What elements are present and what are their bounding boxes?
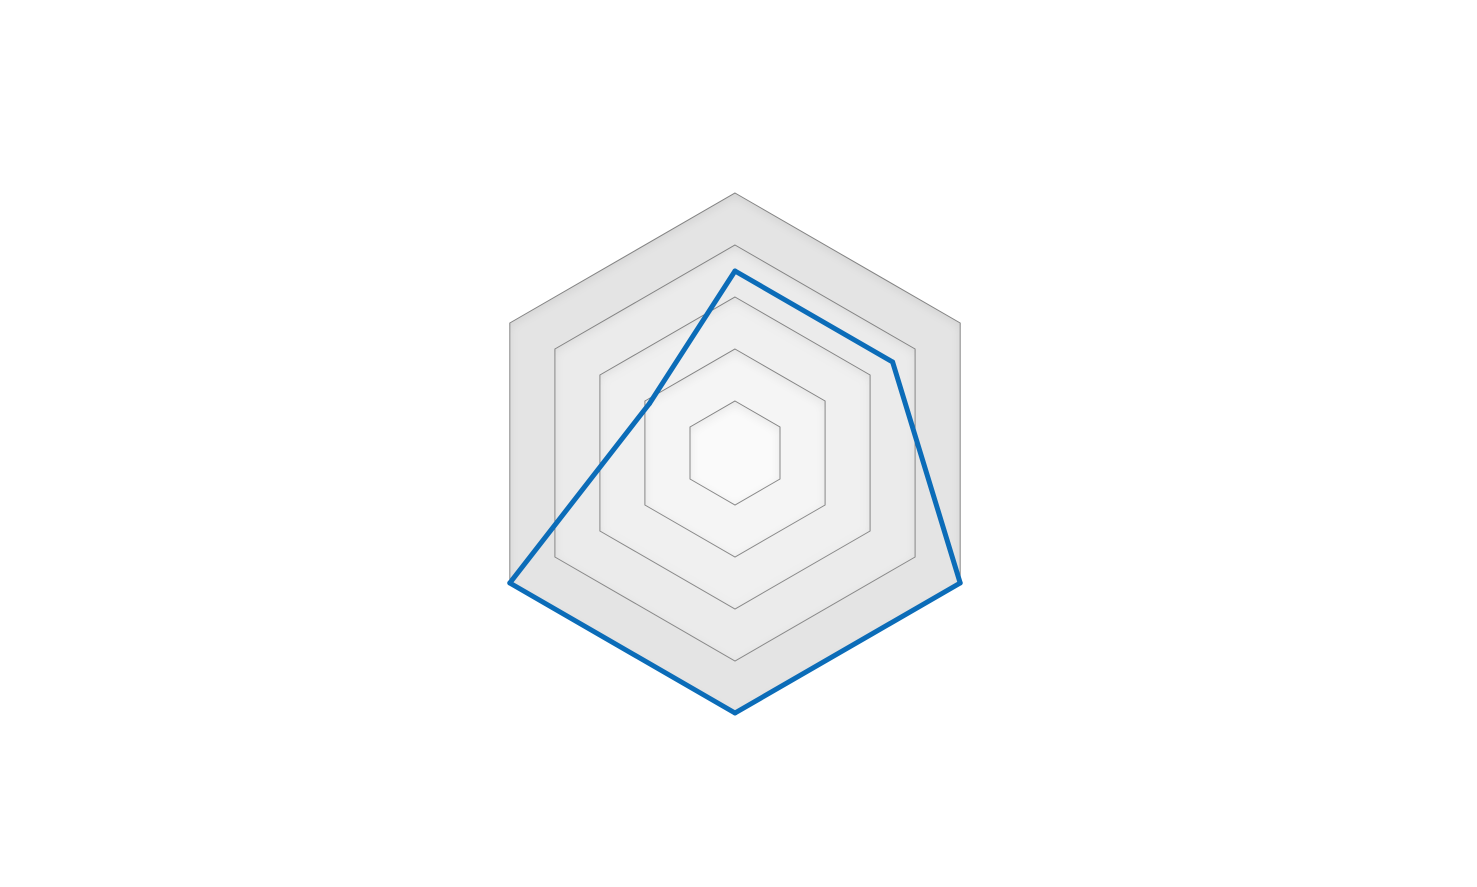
data-point-5[interactable] (646, 401, 652, 407)
grid-ring-1 (689, 400, 781, 506)
radar-series-layer (507, 268, 963, 716)
data-point-1[interactable] (890, 359, 896, 365)
data-point-0[interactable] (732, 268, 738, 274)
radar-grid (509, 192, 961, 714)
data-point-2[interactable] (957, 580, 963, 586)
data-point-3[interactable] (732, 710, 738, 716)
data-point-4[interactable] (507, 580, 513, 586)
